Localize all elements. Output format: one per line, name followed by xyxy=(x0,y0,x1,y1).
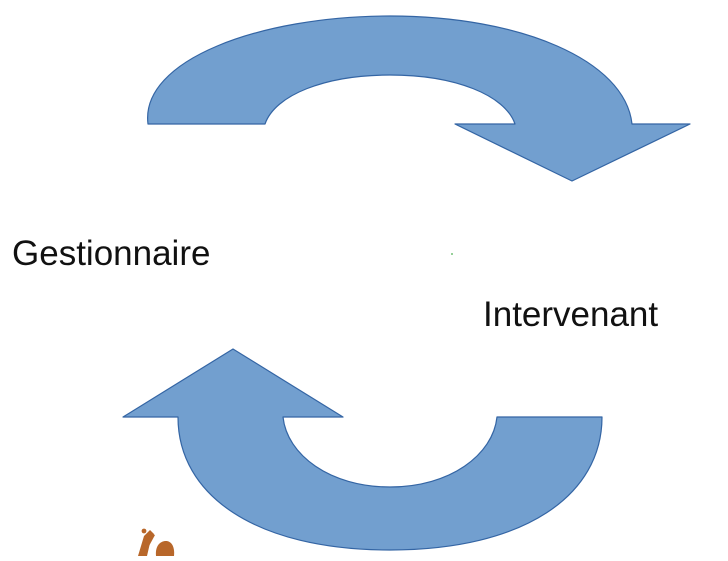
person-figure-icon xyxy=(138,528,175,556)
small-dot xyxy=(451,253,453,255)
intervenant-label: Intervenant xyxy=(483,295,659,334)
bottom-curved-arrow xyxy=(122,348,603,551)
gestionnaire-label: Gestionnaire xyxy=(12,234,211,273)
top-curved-arrow xyxy=(147,15,691,182)
